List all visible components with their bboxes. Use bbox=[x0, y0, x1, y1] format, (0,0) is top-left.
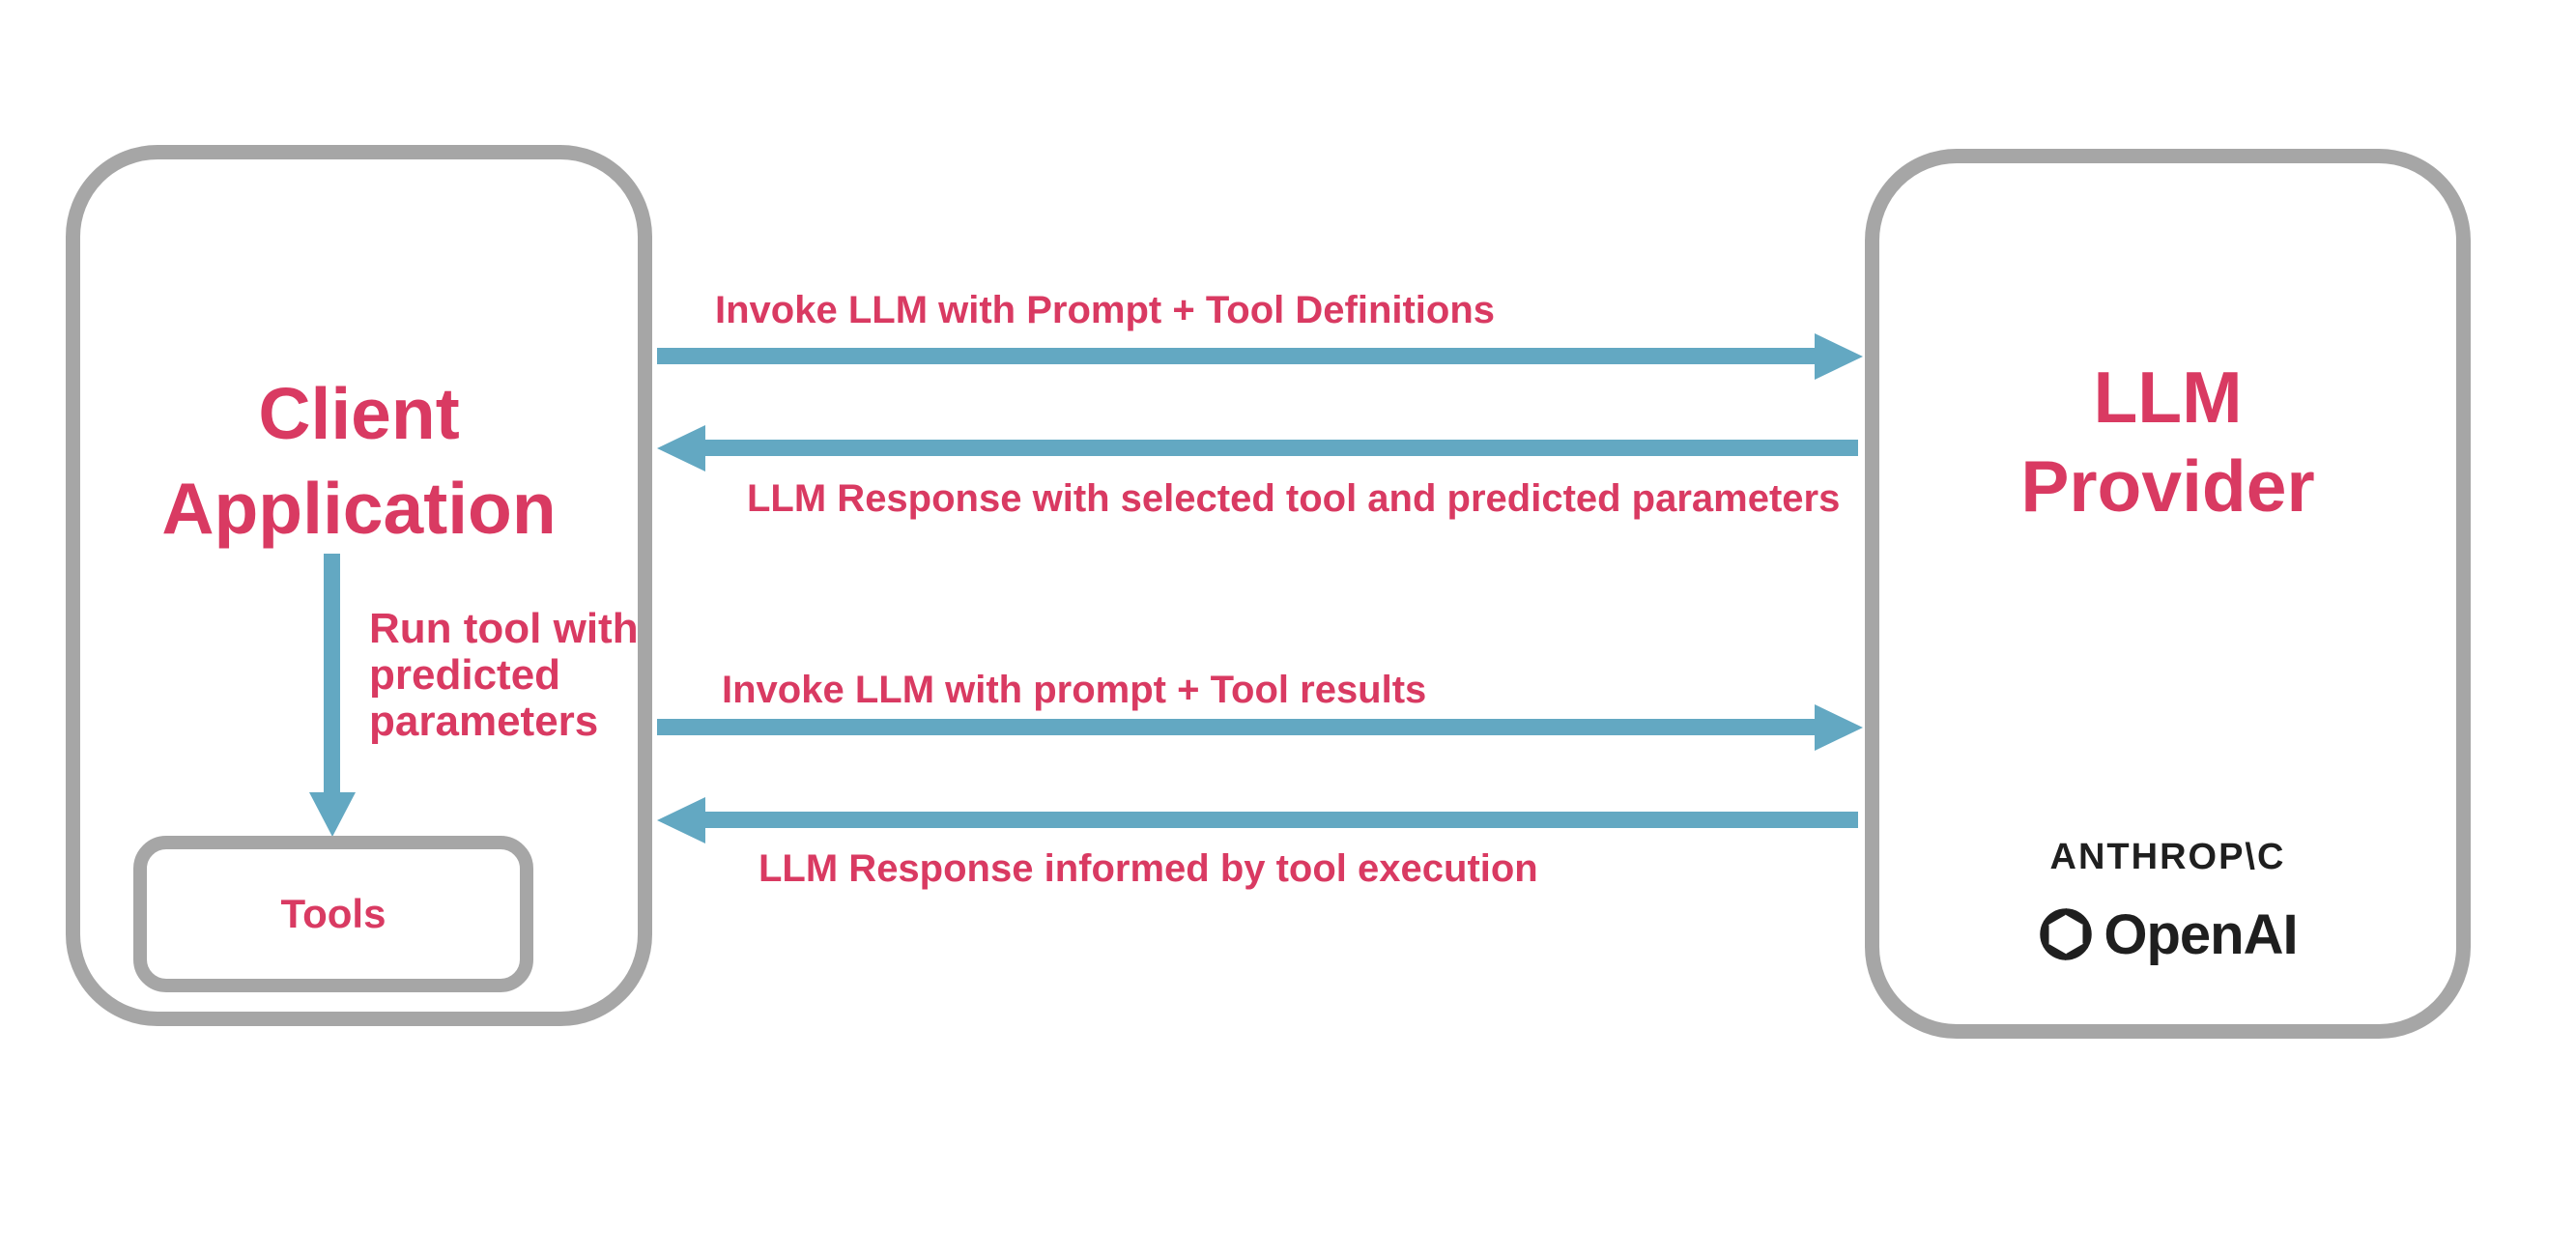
arrow-2-llm-response-left bbox=[657, 425, 1858, 472]
run-tool-label-line1: Run tool with bbox=[369, 605, 639, 652]
openai-wordmark: OpenAI bbox=[2104, 902, 2298, 966]
provider-title-line1: LLM bbox=[2093, 357, 2243, 438]
arrow-1-invoke-llm-right bbox=[657, 333, 1863, 380]
provider-title-line2: Provider bbox=[2020, 445, 2315, 527]
tools-box: Tools bbox=[133, 836, 533, 992]
arrow-2-left-arrowhead-icon bbox=[657, 425, 705, 472]
arrow-3-body bbox=[657, 719, 1817, 735]
client-title-line1: Client bbox=[258, 373, 460, 454]
client-title-line2: Application bbox=[161, 468, 557, 549]
arrow-4-body bbox=[703, 812, 1858, 828]
arrow-4-label: LLM Response informed by tool execution bbox=[758, 847, 1538, 890]
run-tool-label-line2: predicted bbox=[369, 651, 561, 699]
openai-logo: OpenAI bbox=[1865, 902, 2471, 966]
run-tool-arrow-body bbox=[324, 554, 340, 792]
arrow-1-label: Invoke LLM with Prompt + Tool Definition… bbox=[715, 289, 1496, 331]
arrow-4-llm-response-left bbox=[657, 797, 1858, 843]
tools-label: Tools bbox=[280, 891, 386, 936]
llm-provider-title: LLM Provider bbox=[1865, 353, 2471, 530]
llm-provider-box bbox=[1865, 149, 2471, 1039]
anthropic-logo: ANTHROP\C bbox=[2049, 837, 2286, 877]
run-tool-label-line3: parameters bbox=[369, 698, 599, 745]
arrow-1-body bbox=[657, 348, 1817, 364]
client-application-title: Client Application bbox=[66, 366, 652, 556]
openai-blossom-icon bbox=[2040, 908, 2093, 960]
arrow-3-invoke-llm-right bbox=[657, 704, 1863, 751]
arrow-4-left-arrowhead-icon bbox=[657, 797, 705, 843]
arrow-3-right-arrowhead-icon bbox=[1815, 704, 1863, 751]
run-tool-arrow-down-icon bbox=[309, 792, 356, 837]
arrow-3-label: Invoke LLM with prompt + Tool results bbox=[722, 669, 1427, 711]
arrow-1-right-arrowhead-icon bbox=[1815, 333, 1863, 380]
arrow-2-label: LLM Response with selected tool and pred… bbox=[747, 477, 1841, 520]
arrow-2-body bbox=[703, 440, 1858, 456]
run-tool-label: Run tool with predicted parameters bbox=[369, 606, 639, 745]
